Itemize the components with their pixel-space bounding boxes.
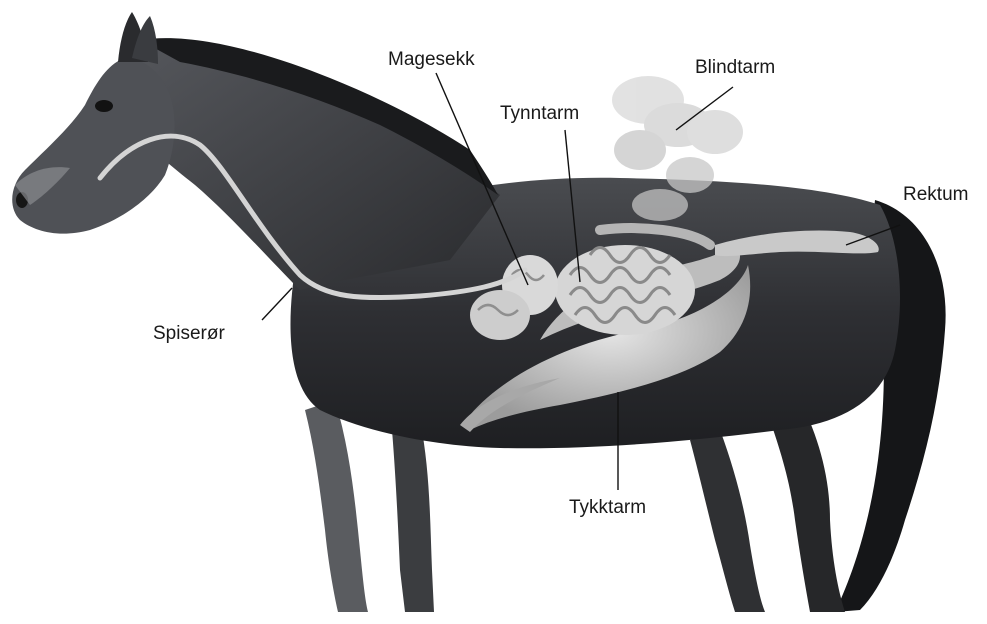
fore-leg-back: [392, 420, 434, 612]
label-tykktarm: Tykktarm: [569, 497, 646, 519]
label-spiseror: Spiserør: [153, 323, 225, 345]
hind-leg-front: [690, 430, 765, 612]
leader-spiseror: [262, 288, 292, 320]
horse-head: [12, 59, 174, 234]
label-rektum: Rektum: [903, 184, 968, 206]
horse-eye: [95, 100, 113, 112]
label-tynntarm: Tynntarm: [500, 103, 579, 125]
label-magesekk: Magesekk: [388, 49, 475, 71]
hind-leg-back: [770, 400, 845, 612]
fore-leg-front: [305, 400, 368, 612]
label-blindtarm: Blindtarm: [695, 57, 775, 79]
